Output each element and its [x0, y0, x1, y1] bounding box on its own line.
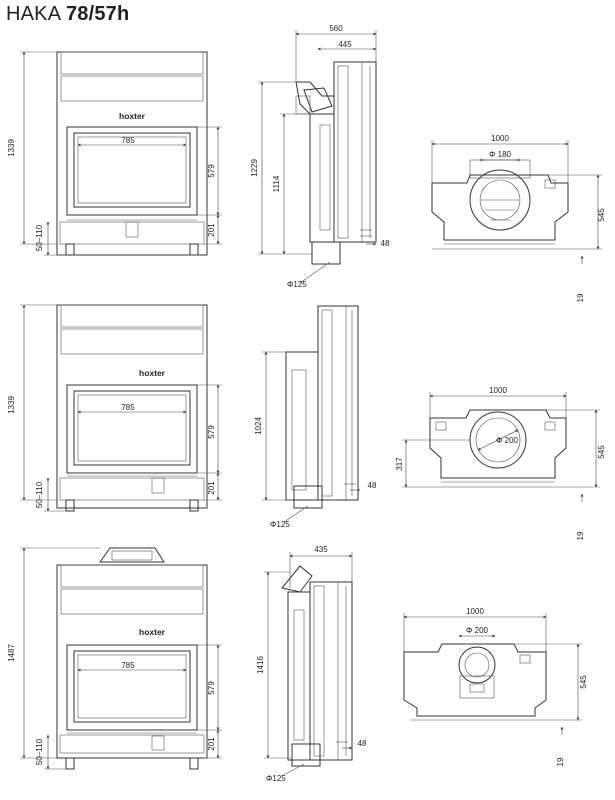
dim-top-depth: 545	[579, 675, 588, 689]
dim-depth-body: 435	[314, 545, 328, 554]
dim-top-width: 1000	[491, 134, 509, 143]
dim-height: 1339	[7, 139, 16, 157]
dim-flange: 48	[358, 739, 367, 748]
dim-height-outer: 1229	[250, 159, 259, 177]
dim-window-height: 579	[207, 681, 216, 695]
dim-top-depth: 545	[597, 208, 606, 222]
dim-inlet: Φ125	[270, 520, 290, 529]
top-view-2: Φ 200 1000 317 545 19	[395, 386, 606, 540]
dim-flue: Φ 200	[466, 626, 489, 635]
dim-height-inner: 1024	[254, 417, 263, 435]
brand-label: hoxter	[139, 627, 166, 637]
dim-inlet: Φ125	[287, 280, 307, 289]
dim-feet: 50–110	[35, 224, 44, 251]
dim-top-offset: 19	[556, 757, 565, 766]
dim-inlet: Φ125	[266, 774, 286, 783]
dim-flue: Φ 180	[489, 150, 512, 159]
front-view-2: hoxter 1339 785 579 201 50–110	[7, 304, 222, 512]
dim-feet: 50–110	[35, 481, 44, 508]
brand-label: hoxter	[139, 368, 166, 378]
top-view-1: 1000 Φ 180 545 19	[431, 134, 606, 302]
dim-height: 1339	[7, 396, 16, 414]
dim-flue: Φ 200	[496, 436, 519, 445]
dim-depth-total: 560	[329, 24, 343, 33]
dim-flange: 48	[381, 239, 390, 248]
dim-top-width: 1000	[466, 607, 484, 616]
brand-label: hoxter	[119, 111, 146, 121]
dim-side-offset: 317	[395, 457, 404, 471]
front-view-3: hoxter 1487 785 579 201 50–110	[7, 547, 222, 770]
side-view-2: 1024 48 Φ125	[254, 305, 377, 529]
dim-window-height: 579	[207, 164, 216, 178]
side-view-3: 435 1416 48 Φ125	[256, 545, 367, 783]
drawing-title: HAKA 78/57h	[6, 3, 129, 26]
dim-window-width: 785	[121, 403, 135, 412]
front-view-1: hoxter 1339 785 579 201 50–110	[7, 51, 222, 256]
row-3: hoxter 1487 785 579 201 50–110	[7, 545, 588, 783]
title-prefix: HAKA	[6, 3, 61, 25]
dim-top-width: 1000	[489, 386, 507, 395]
title-model: 78/57h	[65, 3, 130, 25]
dim-base: 201	[207, 737, 216, 751]
dim-height: 1487	[7, 644, 16, 662]
dim-top-offset: 19	[576, 531, 585, 540]
dim-window-width: 785	[121, 661, 135, 670]
dim-window-height: 579	[207, 425, 216, 439]
dim-window-width: 785	[121, 136, 135, 145]
side-view-1: 560 445 1229 1114 48 Φ125	[250, 24, 390, 289]
dim-height-inner: 1114	[272, 175, 281, 192]
dim-top-depth: 545	[597, 445, 606, 459]
dim-height-inner: 1416	[256, 656, 265, 674]
row-1: hoxter 1339 785 579 201 50–110	[7, 24, 606, 302]
dim-base: 201	[207, 223, 216, 237]
dim-depth-body: 445	[338, 40, 352, 49]
dim-flange: 48	[368, 481, 377, 490]
row-2: hoxter 1339 785 579 201 50–110	[7, 304, 606, 540]
dim-feet: 50–110	[35, 738, 44, 765]
dim-top-offset: 19	[576, 293, 585, 302]
dim-base: 201	[207, 481, 216, 495]
top-view-3: 1000 Φ 200 545 19	[403, 607, 588, 766]
